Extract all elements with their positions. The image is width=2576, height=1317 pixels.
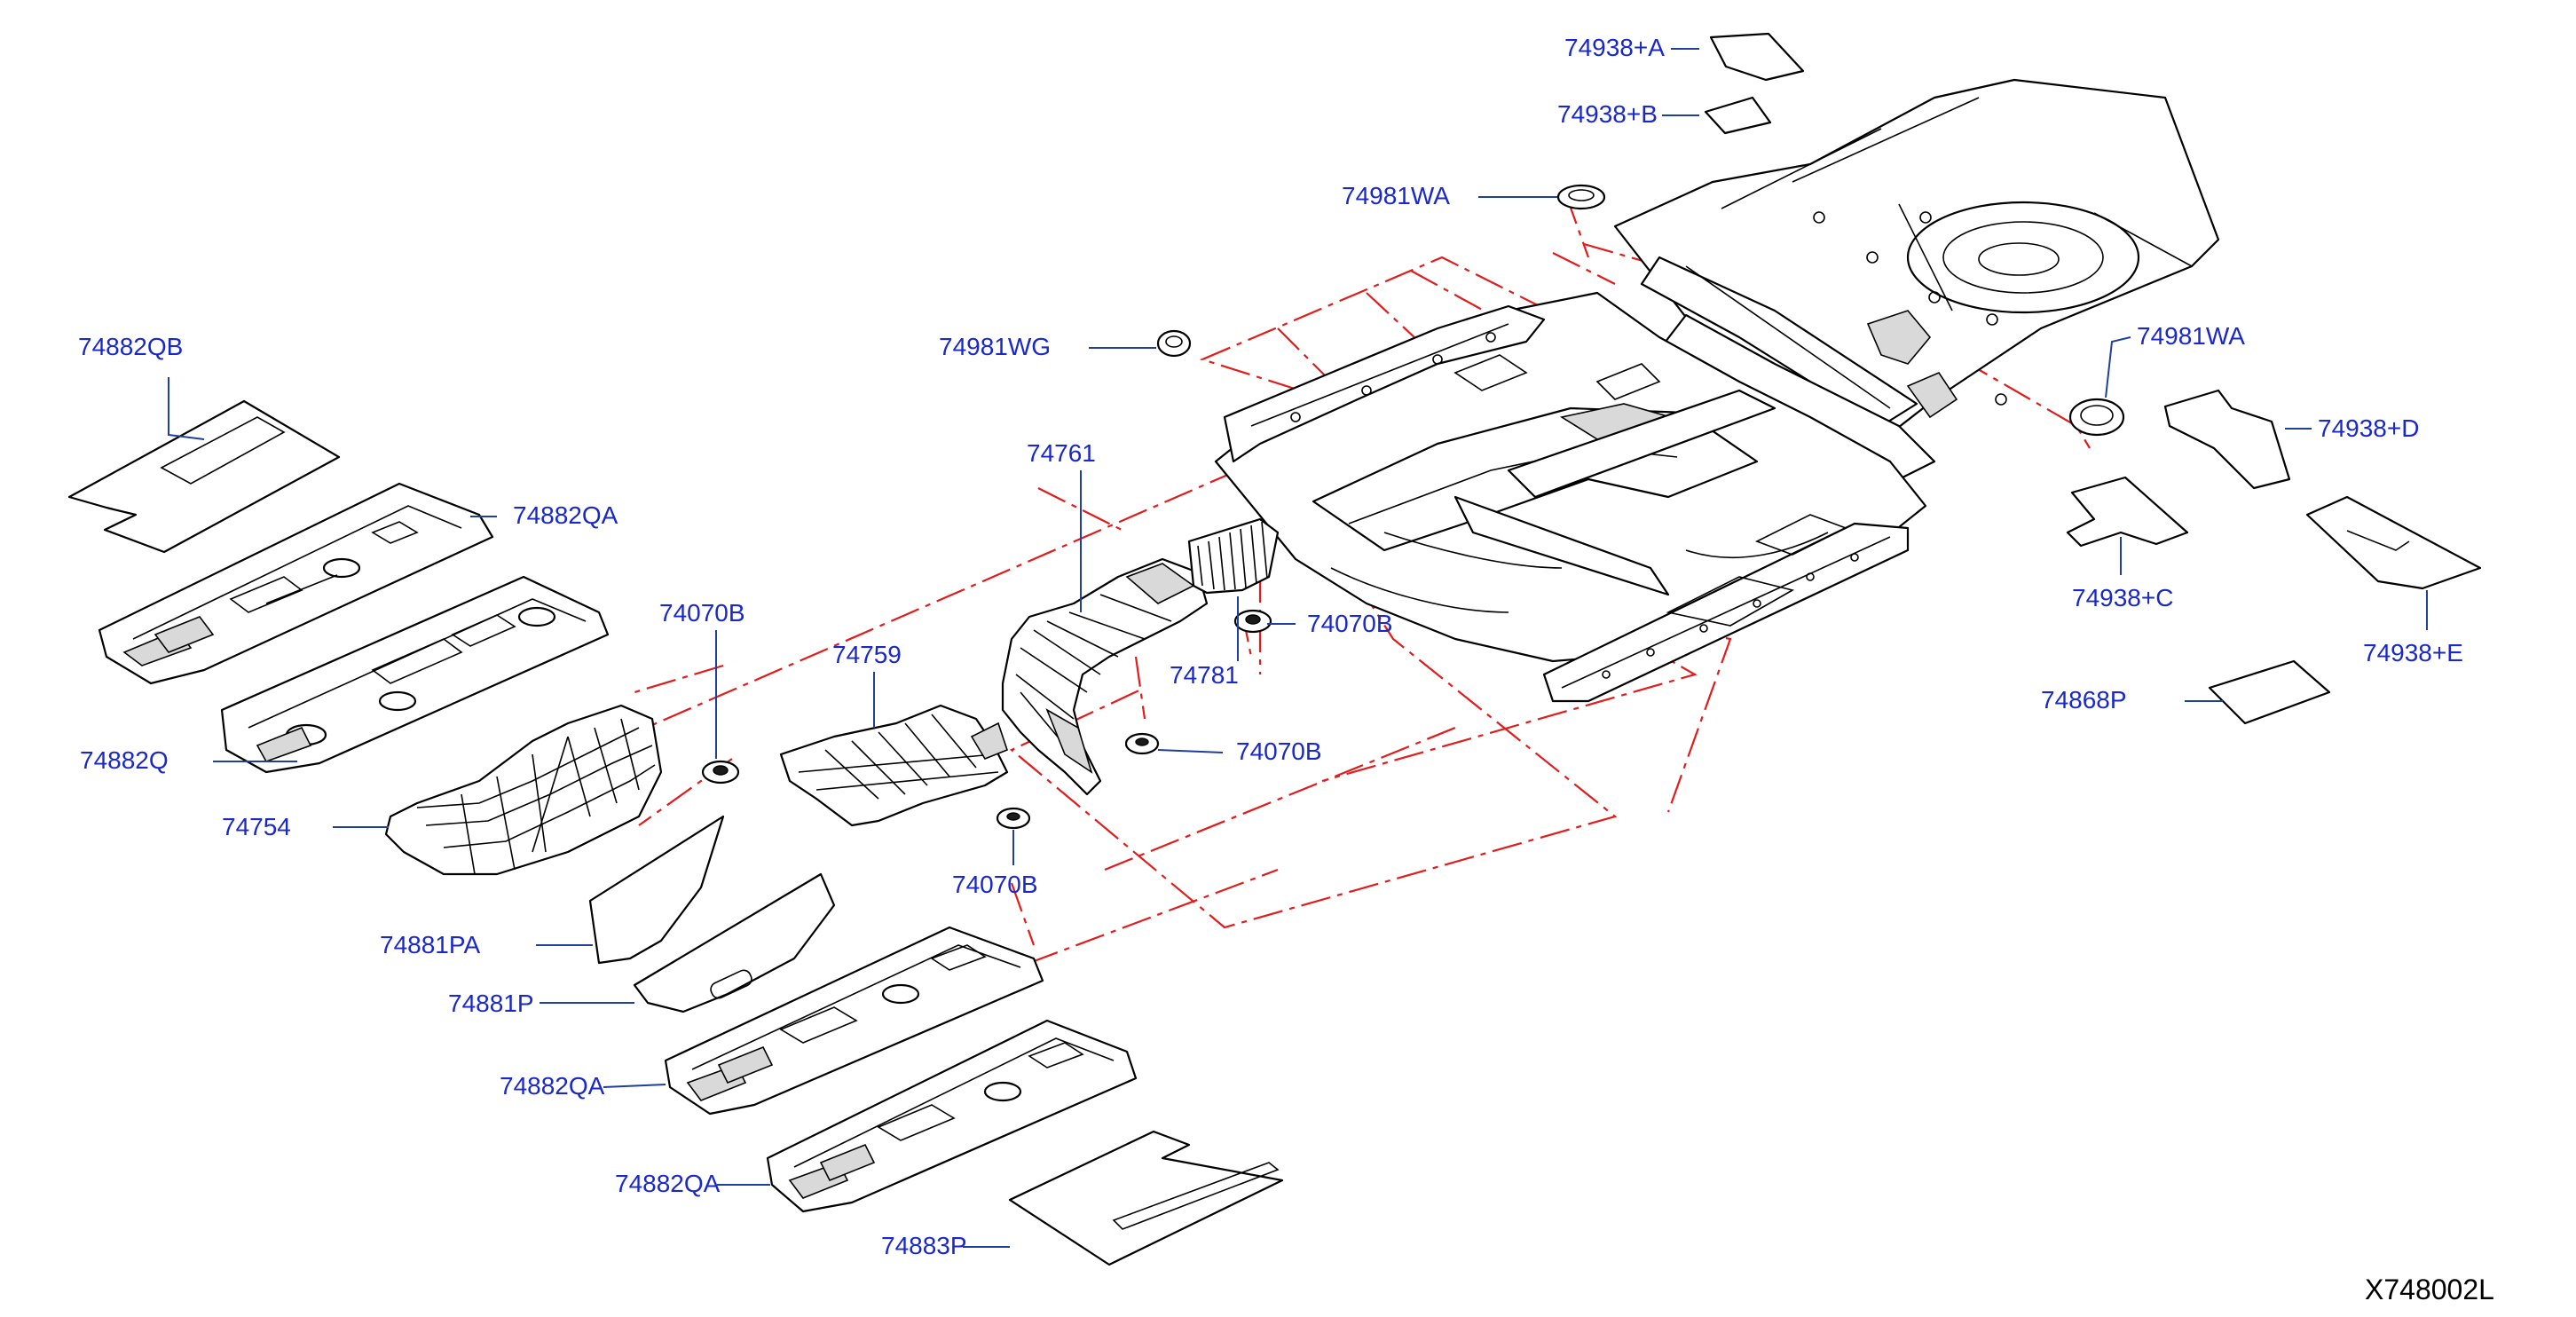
callouts: 74938+A 74938+B 74981WA 74981WG 74981WA … xyxy=(78,34,2463,1259)
clip-74070B-4 xyxy=(996,807,1031,830)
callout-74882QA-top: 74882QA xyxy=(513,501,618,529)
pad-74938D xyxy=(2163,389,2291,490)
spreader-74882Q xyxy=(220,575,610,774)
grommets xyxy=(1156,184,2125,437)
callout-74938A: 74938+A xyxy=(1564,34,1665,61)
tunnel-parts xyxy=(701,517,1280,830)
grommet-74981WG xyxy=(1156,329,1192,358)
callout-74759: 74759 xyxy=(832,641,902,668)
spreader-74882QA-low xyxy=(766,1019,1138,1213)
callout-74070B-2: 74070B xyxy=(1307,610,1393,637)
grommet-74981WA-right xyxy=(2068,398,2125,437)
callout-74883P: 74883P xyxy=(881,1232,967,1259)
diagram-id-code: X748002L xyxy=(2365,1274,2494,1305)
callout-74882QA-low: 74882QA xyxy=(615,1170,721,1197)
callout-74070B-3: 74070B xyxy=(1236,737,1322,765)
duct-74781 xyxy=(1187,517,1280,595)
callout-74882QB: 74882QB xyxy=(78,333,183,360)
pad-74938A xyxy=(1709,32,1805,82)
insulator-74761 xyxy=(1001,557,1209,796)
callout-74070B-4: 74070B xyxy=(952,871,1038,898)
floor-pan-assembly xyxy=(1214,78,2220,703)
pad-74881PA xyxy=(588,815,725,965)
callout-74938D: 74938+D xyxy=(2318,414,2419,442)
clip-74070B-3 xyxy=(1124,732,1160,755)
pad-74938B xyxy=(1704,96,1772,135)
pad-74883P xyxy=(1008,1130,1284,1266)
callout-74938E: 74938+E xyxy=(2363,639,2463,666)
callout-74938B: 74938+B xyxy=(1557,100,1658,128)
callout-74881P: 74881P xyxy=(448,990,534,1017)
callout-74882QA-mid: 74882QA xyxy=(500,1072,605,1100)
callout-74938C: 74938+C xyxy=(2072,584,2173,611)
callout-74981WG: 74981WG xyxy=(939,333,1051,360)
pad-74938C xyxy=(2066,476,2189,548)
insulator-74754 xyxy=(384,704,663,876)
callout-74754: 74754 xyxy=(222,813,291,840)
insulator-74759 xyxy=(779,704,1009,827)
pad-74868P xyxy=(2208,659,2331,725)
callout-74070B-1: 74070B xyxy=(659,599,745,627)
callout-74881PA: 74881PA xyxy=(380,931,480,958)
pad-74938E xyxy=(2305,495,2482,590)
callout-74882Q: 74882Q xyxy=(80,746,169,774)
floor-parts-left xyxy=(67,399,1284,1266)
callout-74781: 74781 xyxy=(1170,661,1239,689)
spreader-74882QA-top xyxy=(98,482,494,685)
clip-74070B-2 xyxy=(1233,609,1272,634)
clip-74070B-1 xyxy=(701,760,740,785)
sound-pads-right xyxy=(1704,32,2482,725)
pad-74881P xyxy=(633,872,836,1013)
callout-74868P: 74868P xyxy=(2041,686,2127,714)
callout-74981WA-top: 74981WA xyxy=(1342,182,1450,209)
grommet-74981WA-top xyxy=(1556,184,1606,210)
callout-74981WA-right: 74981WA xyxy=(2137,322,2245,350)
spreader-74882QA-mid xyxy=(664,926,1044,1116)
callout-74761: 74761 xyxy=(1027,439,1096,467)
leader-lines xyxy=(168,48,2428,1248)
